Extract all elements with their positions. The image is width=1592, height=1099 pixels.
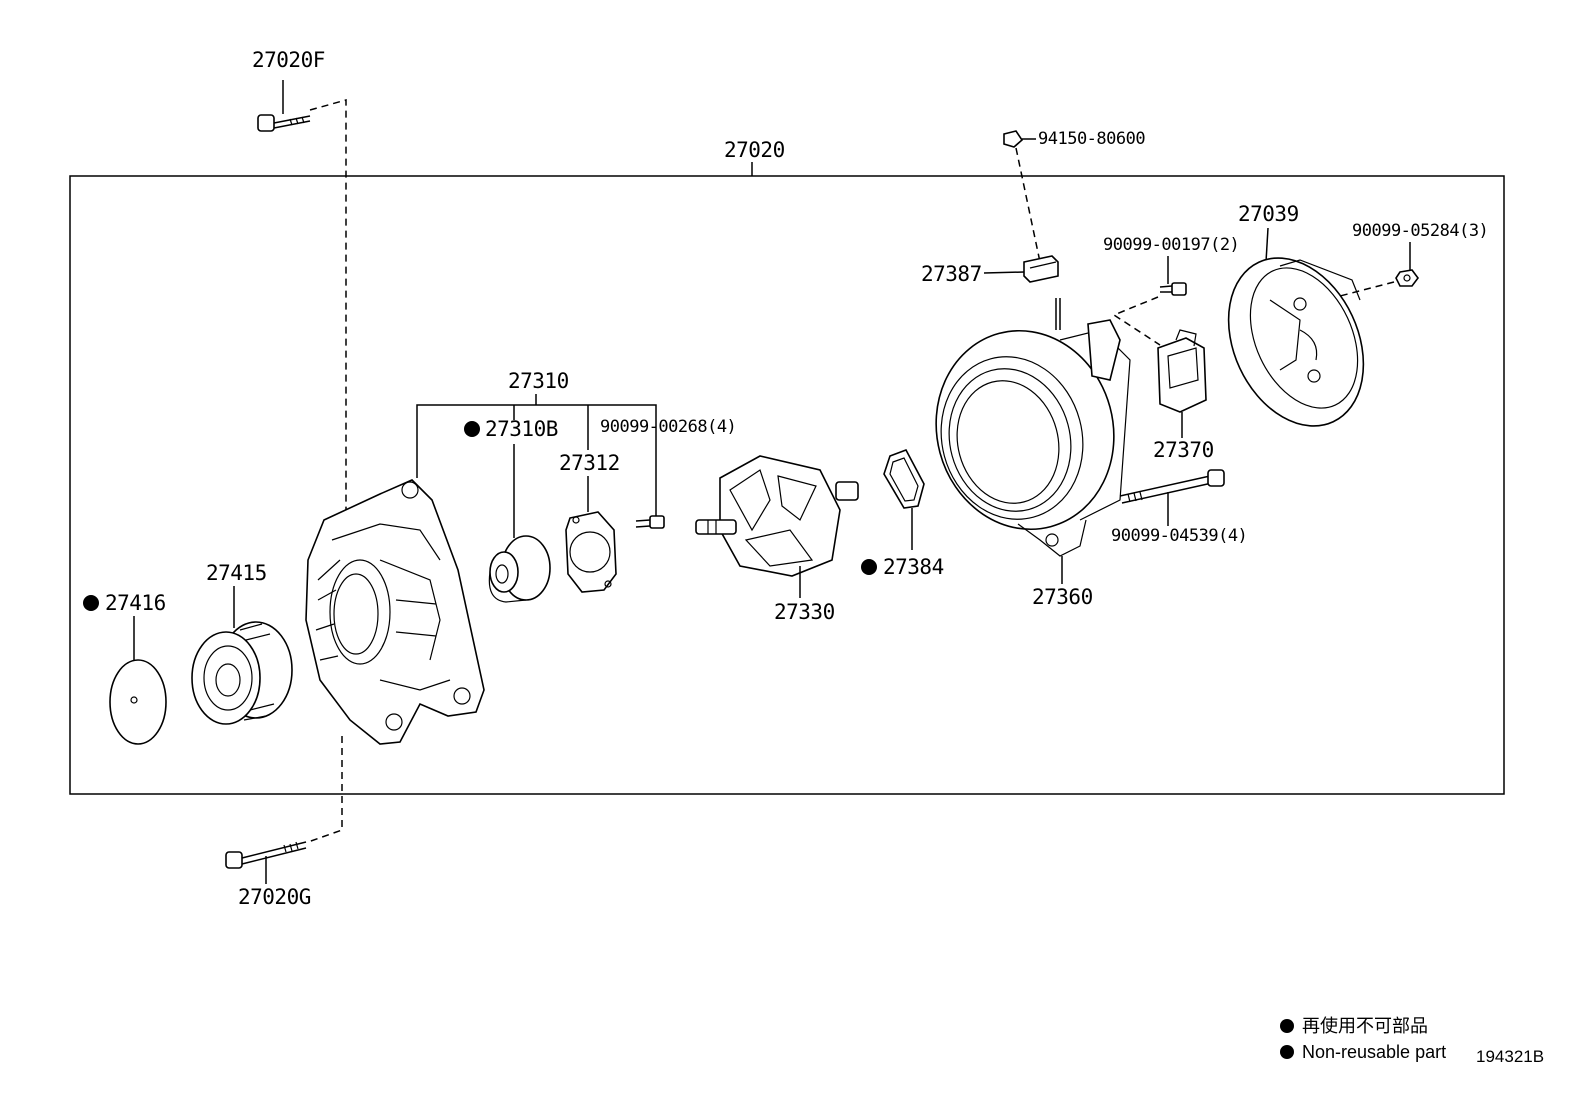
screw-90099-00197 (1159, 282, 1187, 296)
label-27360: 27360 (1032, 585, 1093, 609)
dashed-guide-90099-00197 (1112, 296, 1161, 346)
label-27415: 27415 (206, 561, 267, 585)
non-reusable-mark-27384 (861, 559, 877, 575)
bolt-27020G (225, 841, 307, 869)
label-27384: 27384 (883, 555, 944, 579)
non-reusable-mark-27310B (464, 421, 480, 437)
label-90099-05284: 90099-05284(3) (1352, 221, 1488, 241)
bracket-27310 (416, 404, 657, 516)
label-27312: 27312 (559, 451, 620, 475)
legend-mark-jp (1280, 1019, 1294, 1033)
nut-90099-05284 (1395, 269, 1419, 287)
dashed-guide-90099-05284 (1339, 281, 1395, 297)
stator-housing-27360 (935, 298, 1131, 557)
rotor-27330 (695, 455, 859, 577)
label-27370: 27370 (1153, 438, 1214, 462)
label-90099-00197: 90099-00197(2) (1103, 235, 1239, 255)
label-27020: 27020 (724, 138, 785, 162)
legend-non-reusable-en: Non-reusable part (1302, 1042, 1446, 1062)
rear-cover-27039 (1227, 257, 1365, 427)
diagram-code: 194321B (1476, 1047, 1544, 1066)
bearing-27310B (488, 535, 551, 603)
dashed-guide-94150 (1015, 147, 1041, 263)
cap-27416 (109, 659, 167, 745)
gasket-27384 (883, 449, 925, 509)
drive-end-frame-27310 (305, 479, 485, 745)
label-27020G: 27020G (238, 885, 311, 909)
dashed-guide-27020F (309, 99, 347, 510)
screw-90099-00268 (635, 515, 665, 529)
insulator-27387 (1023, 255, 1059, 283)
label-27387: 27387 (921, 262, 982, 286)
label-90099-00268: 90099-00268(4) (600, 417, 736, 437)
pulley-27415 (191, 621, 293, 725)
label-27020F: 27020F (252, 48, 325, 72)
leader-27387 (983, 271, 1025, 274)
bolt-27020F (257, 114, 311, 132)
label-27310: 27310 (508, 369, 569, 393)
non-reusable-mark-27416 (83, 595, 99, 611)
leader-27039 (1265, 227, 1269, 263)
regulator-27370 (1157, 329, 1207, 413)
label-90099-04539: 90099-04539(4) (1111, 526, 1247, 546)
label-27416: 27416 (105, 591, 166, 615)
retainer-plate-27312 (565, 511, 617, 593)
label-27310B: 27310B (485, 417, 558, 441)
label-27330: 27330 (774, 600, 835, 624)
bolt-90099-04539 (1119, 469, 1225, 504)
assembly-frame (69, 175, 1505, 795)
dashed-guide-27020G (307, 736, 343, 843)
nut-94150-80600 (1003, 130, 1024, 148)
label-27039: 27039 (1238, 202, 1299, 226)
legend-mark-en (1280, 1045, 1294, 1059)
label-94150-80600: 94150-80600 (1038, 129, 1145, 149)
legend-non-reusable-jp: 再使用不可部品 (1302, 1016, 1428, 1036)
